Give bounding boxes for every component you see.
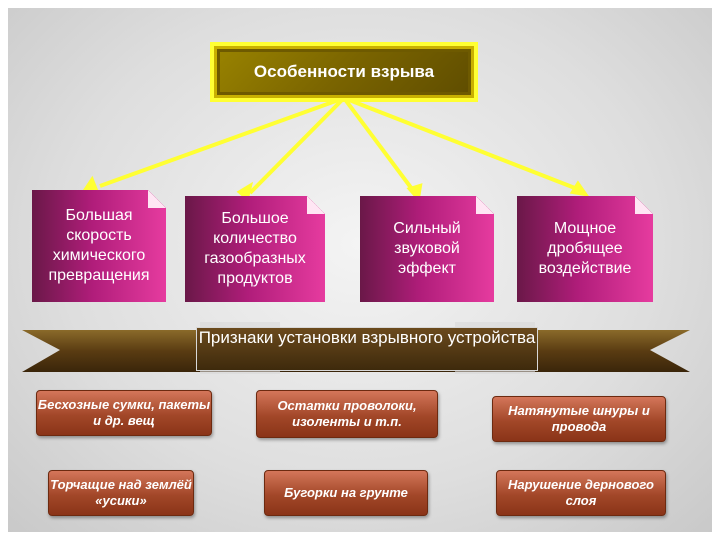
arrowhead-2 — [236, 181, 254, 202]
sign-box-2: Остатки проволоки, изоленты и т.п. — [256, 390, 438, 438]
feature-card-3: Сильный звуковой эффект — [360, 196, 494, 302]
arrow-to-feature-3 — [342, 96, 417, 195]
arrow-to-feature-4 — [343, 96, 581, 192]
sign-box-1: Бесхозные сумки, пакеты и др. вещ — [36, 390, 212, 436]
arrow-to-feature-2 — [248, 96, 346, 195]
title-text: Особенности взрыва — [253, 62, 435, 81]
sign-text-5: Бугорки на грунте — [284, 485, 408, 500]
sign-text-2: Остатки проволоки, изоленты и т.п. — [277, 398, 417, 429]
sign-text-6: Нарушение дернового слоя — [508, 477, 654, 508]
sign-box-6: Нарушение дернового слоя — [496, 470, 666, 516]
sign-box-5: Бугорки на грунте — [264, 470, 428, 516]
feature-card-1: Большая скорость химического превращения — [32, 190, 166, 302]
arrowhead-3 — [406, 183, 423, 203]
arrowhead-4 — [569, 180, 590, 197]
sign-text-4: Торчащие над землёй «усики» — [50, 477, 192, 508]
sign-box-3: Натянутые шнуры и провода — [492, 396, 666, 442]
banner-title: Признаки установки взрывного устройства — [196, 327, 538, 371]
feature-text-1: Большая скорость химического превращения — [48, 207, 150, 284]
title-box: Особенности взрыва — [210, 42, 478, 102]
sign-text-1: Бесхозные сумки, пакеты и др. вещ — [37, 397, 211, 428]
sign-box-4: Торчащие над землёй «усики» — [48, 470, 194, 516]
feature-card-2: Большое количество газообразных продукто… — [185, 196, 325, 302]
feature-text-4: Мощное дробящее воздействие — [538, 220, 632, 277]
arrow-to-feature-1 — [99, 96, 345, 188]
sign-text-3: Натянутые шнуры и провода — [508, 403, 650, 434]
feature-text-3: Сильный звуковой эффект — [393, 220, 461, 277]
feature-card-4: Мощное дробящее воздействие — [517, 196, 653, 302]
feature-text-2: Большое количество газообразных продукто… — [204, 210, 306, 287]
